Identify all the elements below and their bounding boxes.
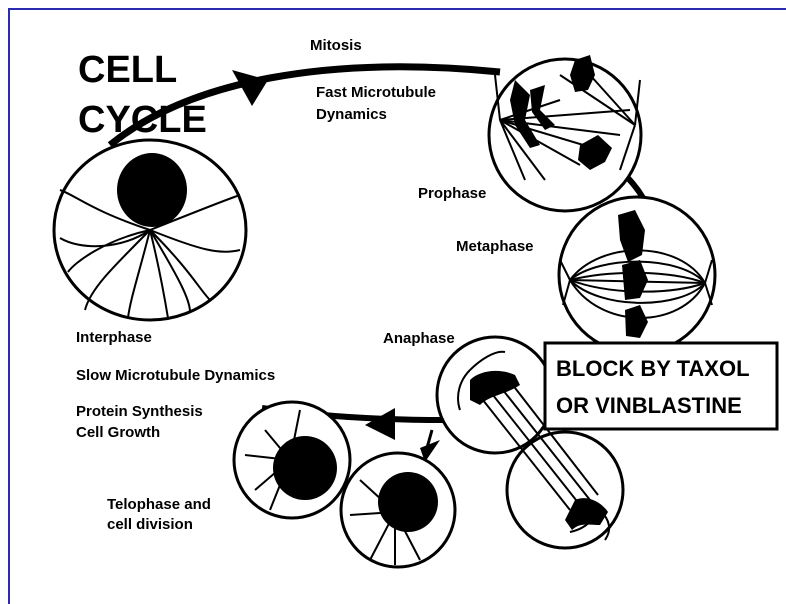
callout-line2: OR VINBLASTINE [556, 393, 742, 418]
label-mitosis: Mitosis [310, 37, 362, 54]
telophase-cell-left [234, 402, 350, 518]
label-metaphase: Metaphase [456, 238, 534, 255]
arrowhead-left-icon [365, 408, 395, 440]
label-interphase: Interphase [76, 329, 152, 346]
title-line2: CYCLE [78, 99, 207, 141]
telophase-cell-right [341, 453, 455, 567]
label-fast-line1: Fast Microtubule [316, 84, 436, 101]
metaphase-cell [559, 197, 715, 353]
title-line1: CELL [78, 49, 177, 91]
label-prophase: Prophase [418, 185, 486, 202]
label-anaphase: Anaphase [383, 330, 455, 347]
label-slow: Slow Microtubule Dynamics [76, 367, 275, 384]
prophase-cell [489, 55, 641, 211]
label-telophase-line2: cell division [107, 516, 193, 533]
interphase-cell [54, 140, 246, 320]
callout-line1: BLOCK BY TAXOL [556, 356, 750, 381]
label-growth: Cell Growth [76, 424, 160, 441]
label-telophase-line1: Telophase and [107, 496, 211, 513]
label-protein: Protein Synthesis [76, 403, 203, 420]
label-fast-line2: Dynamics [316, 106, 387, 123]
